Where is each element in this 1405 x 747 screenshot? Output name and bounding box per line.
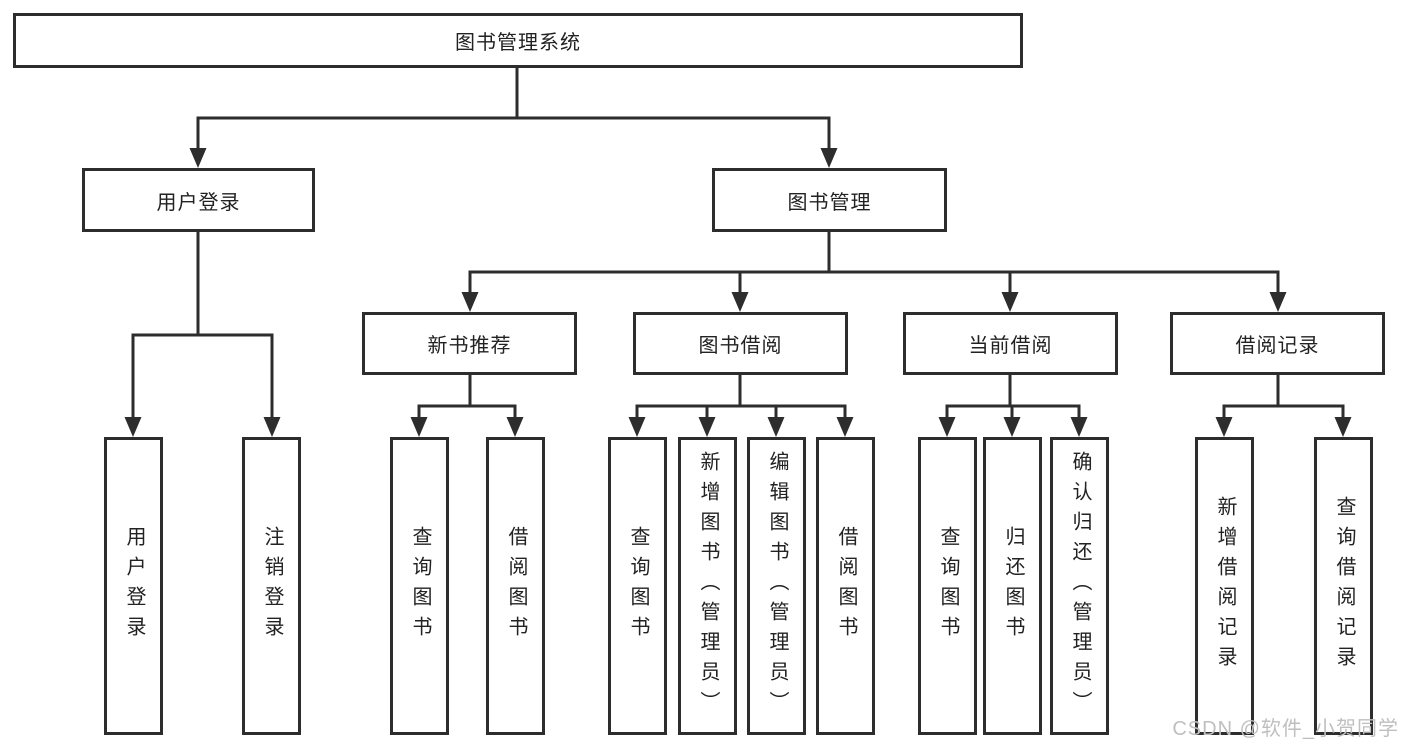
leaf-user-login: 用户登录 (104, 437, 163, 735)
leaf-logout-label: 注销登录 (261, 526, 283, 646)
leaf-records-query: 查询借阅记录 (1314, 437, 1373, 735)
leaf-newbooks-borrow-label: 借阅图书 (505, 526, 527, 646)
leaf-newbooks-query-label: 查询图书 (409, 526, 431, 646)
node-root: 图书管理系统 (13, 13, 1023, 68)
leaf-newbooks-borrow: 借阅图书 (486, 437, 545, 735)
node-book-manage-label: 图书管理 (787, 191, 872, 214)
leaf-borrow-query: 查询图书 (608, 437, 667, 735)
node-book-borrow-label: 图书借阅 (698, 335, 783, 357)
node-book-borrow: 图书借阅 (633, 312, 848, 375)
leaf-records-add-label: 新增借阅记录 (1214, 496, 1236, 676)
node-user-login-label: 用户登录 (156, 191, 241, 214)
leaf-borrow-edit-admin: 编辑图书（管理员） (747, 437, 806, 735)
leaf-records-add: 新增借阅记录 (1195, 437, 1254, 735)
leaf-borrow-query-label: 查询图书 (627, 526, 649, 646)
leaf-borrow-borrow: 借阅图书 (816, 437, 875, 735)
tree-edges (131, 66, 1345, 421)
leaf-current-query-label: 查询图书 (937, 526, 959, 646)
leaf-current-query: 查询图书 (918, 437, 977, 735)
node-book-manage: 图书管理 (712, 168, 947, 232)
node-borrow-records: 借阅记录 (1170, 312, 1385, 375)
leaf-newbooks-query: 查询图书 (390, 437, 449, 735)
leaf-borrow-borrow-label: 借阅图书 (835, 526, 857, 646)
arrowhead-icons (124, 148, 1352, 437)
leaf-user-login-label: 用户登录 (123, 526, 145, 646)
leaf-current-return-label: 归还图书 (1002, 526, 1024, 646)
node-borrow-records-label: 借阅记录 (1235, 335, 1320, 357)
node-new-books-label: 新书推荐 (427, 335, 512, 357)
leaf-current-confirm-admin-label: 确认归还（管理员） (1069, 451, 1091, 721)
node-current-borrow: 当前借阅 (903, 312, 1118, 375)
node-root-label: 图书管理系统 (455, 32, 581, 54)
leaf-logout: 注销登录 (242, 437, 301, 735)
leaf-borrow-add-admin-label: 新增图书（管理员） (697, 451, 719, 721)
leaf-current-confirm-admin: 确认归还（管理员） (1050, 437, 1109, 735)
node-new-books: 新书推荐 (362, 312, 577, 375)
node-user-login: 用户登录 (82, 168, 315, 232)
leaf-borrow-add-admin: 新增图书（管理员） (678, 437, 737, 735)
leaf-records-query-label: 查询借阅记录 (1333, 496, 1355, 676)
leaf-borrow-edit-admin-label: 编辑图书（管理员） (766, 451, 788, 721)
leaf-current-return: 归还图书 (983, 437, 1042, 735)
node-current-borrow-label: 当前借阅 (968, 335, 1053, 357)
